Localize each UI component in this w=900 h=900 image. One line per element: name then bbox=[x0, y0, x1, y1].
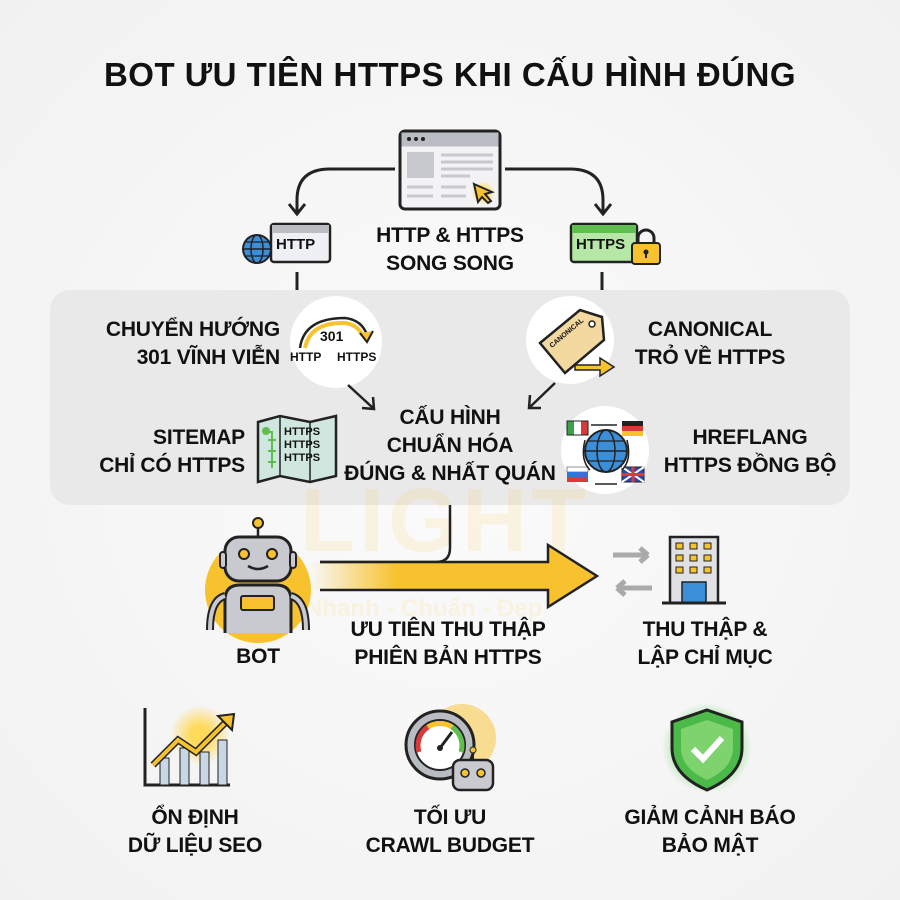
lock-icon bbox=[631, 228, 661, 265]
center-label-line2: CHUẨN HÓA bbox=[386, 434, 514, 457]
sitemap-row: HTTPS bbox=[284, 439, 321, 451]
benefit-label-line1: GIẢM CẢNH BÁO bbox=[624, 806, 796, 829]
redirect-label-line2: 301 VĨNH VIỄN bbox=[136, 346, 280, 369]
canonical-label-line1: CANONICAL bbox=[647, 318, 773, 341]
benefit-seo-stability: ỔN ĐỊNH DỮ LIỆU SEO bbox=[95, 804, 295, 860]
trend-chart-icon bbox=[143, 705, 236, 787]
watermark-slogan: Nhanh - Chuẩn - Đẹp bbox=[305, 595, 543, 622]
flag-italy-icon bbox=[566, 420, 589, 436]
hreflang-label-line1: HREFLANG bbox=[692, 426, 808, 449]
http-badge: HTTP bbox=[276, 236, 316, 253]
benefit-label-line1: ỔN ĐỊNH bbox=[151, 806, 239, 829]
parallel-label-line1: HTTP & HTTPS bbox=[376, 224, 524, 247]
hreflang-label-line2: HTTPS ĐỒNG BỘ bbox=[663, 454, 837, 477]
redirect-icon-bg bbox=[290, 296, 382, 388]
sitemap-map-icon bbox=[256, 414, 338, 484]
benefit-label-line1: TỐI ƯU bbox=[413, 806, 487, 829]
hreflang-globe-icon bbox=[566, 420, 645, 485]
page-title: BOT ƯU TIÊN HTTPS KHI CẤU HÌNH ĐÚNG bbox=[103, 56, 797, 93]
flag-russia-icon bbox=[566, 466, 589, 482]
watermark-logo: LIGHT bbox=[300, 471, 590, 571]
center-label-line1: CẤU HÌNH bbox=[399, 406, 501, 429]
benefit-crawl-budget: TỐI ƯU CRAWL BUDGET bbox=[350, 804, 550, 860]
globe-icon bbox=[242, 234, 272, 264]
building-icon bbox=[613, 535, 726, 605]
index-label-line2: LẬP CHỈ MỤC bbox=[637, 646, 773, 669]
canonical-tag-icon bbox=[538, 308, 616, 378]
redirect-label-line1: CHUYỂN HƯỚNG bbox=[105, 318, 280, 341]
benefit-security-warnings: GIẢM CẢNH BÁO BẢO MẬT bbox=[595, 804, 825, 860]
parallel-label-line2: SONG SONG bbox=[386, 252, 514, 275]
canonical-label-line2: TRỎ VỀ HTTPS bbox=[634, 346, 786, 369]
flag-germany-icon bbox=[622, 421, 643, 436]
sitemap-row: HTTPS bbox=[284, 452, 321, 464]
benefit-label-line2: BẢO MẬT bbox=[661, 834, 759, 857]
index-label-line1: THU THẬP & bbox=[642, 618, 768, 641]
priority-label-line2: PHIÊN BẢN HTTPS bbox=[354, 646, 542, 669]
shield-check-icon bbox=[662, 703, 752, 793]
sitemap-label-line2: CHỈ CÓ HTTPS bbox=[99, 454, 245, 477]
http-window-icon bbox=[242, 222, 332, 264]
sitemap-row: HTTPS bbox=[284, 426, 321, 438]
redirect-to: HTTPS bbox=[337, 350, 377, 364]
benefit-label-line2: CRAWL BUDGET bbox=[365, 834, 535, 857]
benefit-label-line2: DỮ LIỆU SEO bbox=[127, 834, 263, 857]
flag-uk-icon bbox=[621, 466, 645, 483]
https-window-icon bbox=[569, 222, 661, 265]
center-label-line3: ĐÚNG & NHẤT QUÁN bbox=[344, 462, 556, 485]
gauge-robot-icon bbox=[404, 704, 496, 792]
redirect-from: HTTP bbox=[290, 350, 322, 364]
configuration-panel bbox=[50, 290, 850, 505]
robot-icon bbox=[205, 517, 311, 643]
bot-label: BOT bbox=[236, 645, 280, 668]
https-badge: HTTPS bbox=[576, 236, 626, 253]
sitemap-label-line1: SITEMAP bbox=[153, 426, 245, 449]
priority-label-line1: ƯU TIÊN THU THẬP bbox=[350, 618, 546, 641]
browser-window-icon bbox=[398, 129, 502, 211]
redirect-code: 301 bbox=[320, 328, 344, 344]
